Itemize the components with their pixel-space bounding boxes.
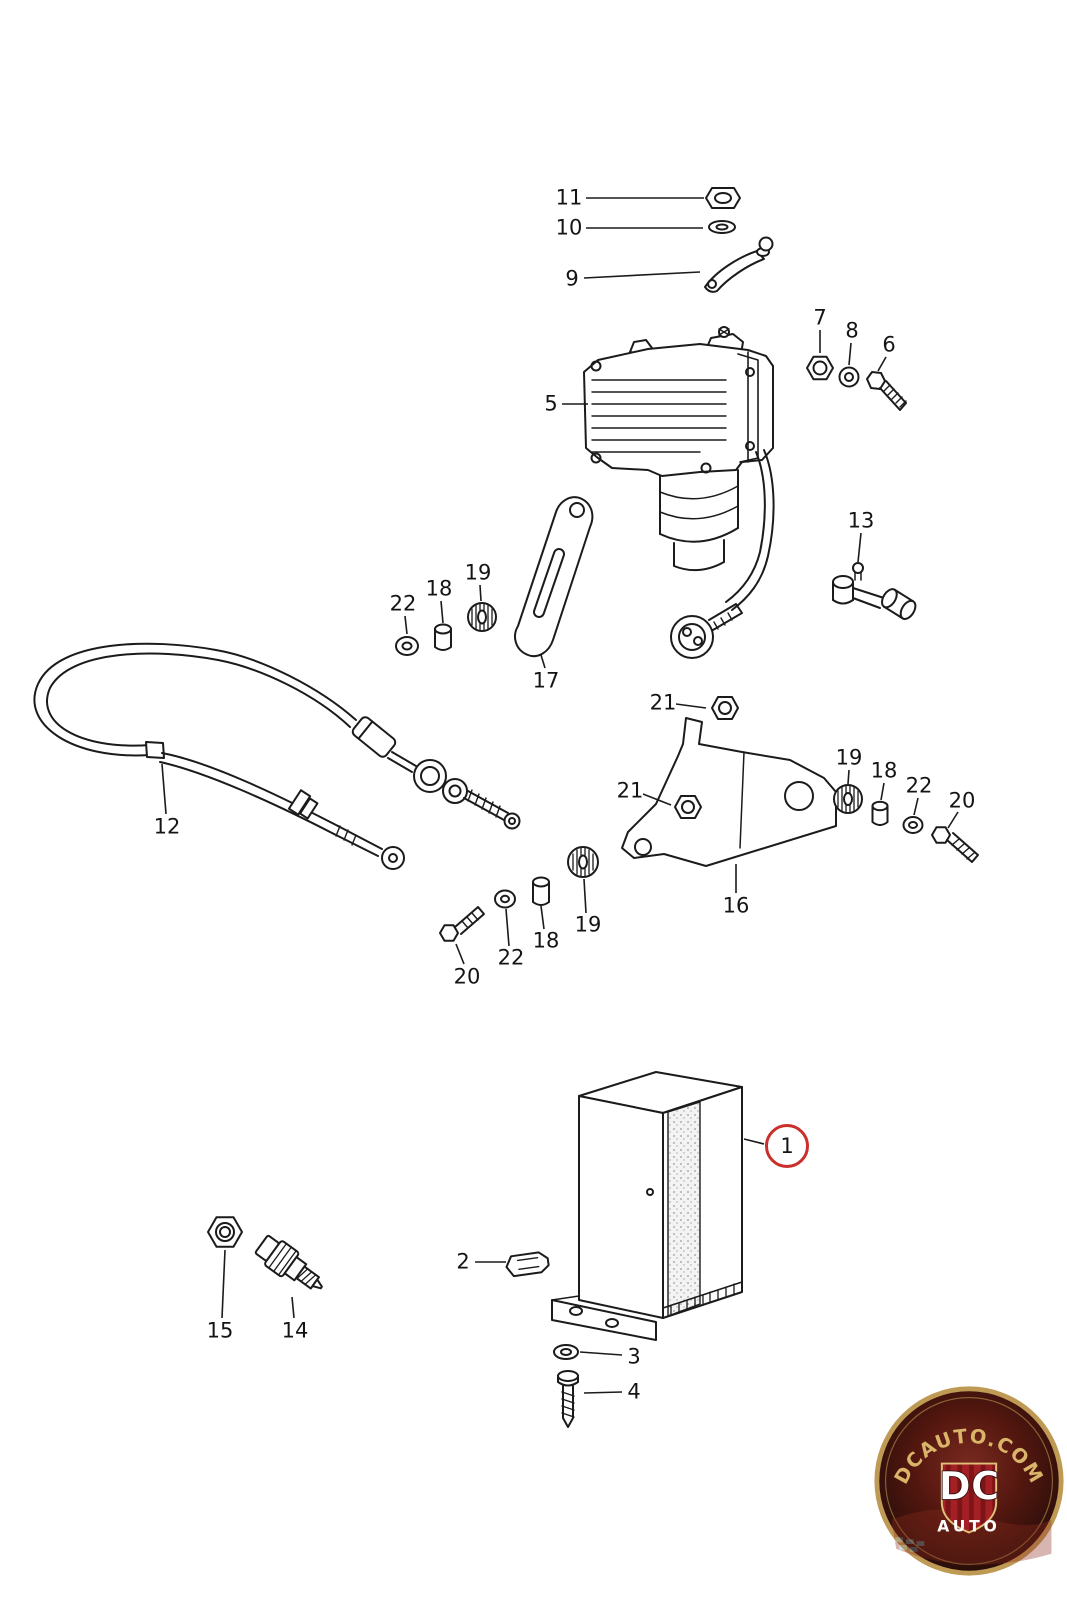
part-11-nut	[705, 187, 741, 209]
part-callout-5-3: 5	[544, 391, 558, 416]
part-callout-15-26: 15	[206, 1318, 234, 1343]
part-callout-19-10: 19	[464, 560, 492, 585]
part-21-nut-lower	[674, 795, 702, 819]
part-callout-12-12: 12	[153, 814, 181, 839]
part-callout-19-16: 19	[574, 912, 602, 937]
part-22-washer-upper	[395, 636, 419, 656]
part-19-grommet-lower	[567, 846, 599, 878]
part-callout-18-21: 18	[870, 758, 898, 783]
part-callout-14-27: 14	[281, 1318, 309, 1343]
part-22-washer-right	[902, 816, 924, 834]
part-1-control-unit	[551, 1071, 743, 1341]
logo-photo-texture	[891, 1509, 1052, 1565]
part-callout-22-8: 22	[389, 591, 417, 616]
leader-lines	[161, 197, 959, 1394]
part-3-washer	[553, 1344, 579, 1360]
logo-shield	[940, 1462, 998, 1534]
part-callout-2-24: 2	[456, 1249, 470, 1274]
part-19-grommet-upper	[467, 602, 497, 632]
part-14-switch	[254, 1234, 323, 1290]
part-callout-18-9: 18	[425, 576, 453, 601]
part-10-washer	[708, 220, 736, 234]
part-callout-13-7: 13	[847, 508, 875, 533]
part-callout-6-6: 6	[882, 332, 896, 357]
part-8-washer	[838, 366, 860, 388]
part-callout-16-15: 16	[722, 893, 750, 918]
part-6-bolt	[866, 371, 907, 411]
part-2-clip	[505, 1251, 550, 1278]
part-13-linkage	[832, 562, 917, 620]
dcauto-logo-badge: DCAUTO.COM DC AUTO	[872, 1384, 1066, 1578]
part-18-spacer-lower	[532, 876, 550, 906]
part-callout-9-2: 9	[565, 266, 579, 291]
part-callout-10-1: 10	[555, 215, 583, 240]
part-5-actuator	[583, 326, 775, 659]
part-callout-20-23: 20	[948, 788, 976, 813]
part-17-bracket	[514, 496, 594, 658]
part-callout-18-17: 18	[532, 928, 560, 953]
part-9-lever	[704, 236, 774, 293]
part-callout-3-28: 3	[627, 1344, 641, 1369]
part-18-spacer-upper	[434, 623, 452, 651]
part-callout-17-11: 17	[532, 668, 560, 693]
part-callout-22-18: 22	[497, 945, 525, 970]
part-callout-8-5: 8	[845, 318, 859, 343]
part-callout-20-19: 20	[453, 964, 481, 989]
part-4-screw	[557, 1370, 579, 1428]
part-12-cable	[33, 642, 521, 870]
part-callout-4-29: 4	[627, 1379, 641, 1404]
part-20-bolt-lower	[439, 906, 485, 942]
part-callout-7-4: 7	[813, 305, 827, 330]
part-21-nut-upper	[711, 696, 739, 720]
logo-inner-ring	[884, 1396, 1054, 1566]
part-16-bracket	[621, 717, 837, 867]
part-7-nut	[806, 355, 834, 381]
part-callout-21-14: 21	[616, 778, 644, 803]
part-20-bolt-right	[931, 826, 979, 863]
part-15-nut	[207, 1216, 243, 1248]
part-18-spacer-right	[871, 800, 889, 826]
part-22-washer-lower	[494, 889, 516, 909]
part-callout-21-13: 21	[649, 690, 677, 715]
logo-brand-text: DC	[939, 1464, 1000, 1509]
part-callout-19-20: 19	[835, 745, 863, 770]
part-callout-1-highlighted-25: 1	[765, 1124, 809, 1168]
part-19-grommet-right	[833, 784, 863, 814]
logo-sub-text: AUTO	[937, 1517, 1000, 1535]
part-callout-22-22: 22	[905, 773, 933, 798]
part-callout-11-0: 11	[555, 185, 583, 210]
